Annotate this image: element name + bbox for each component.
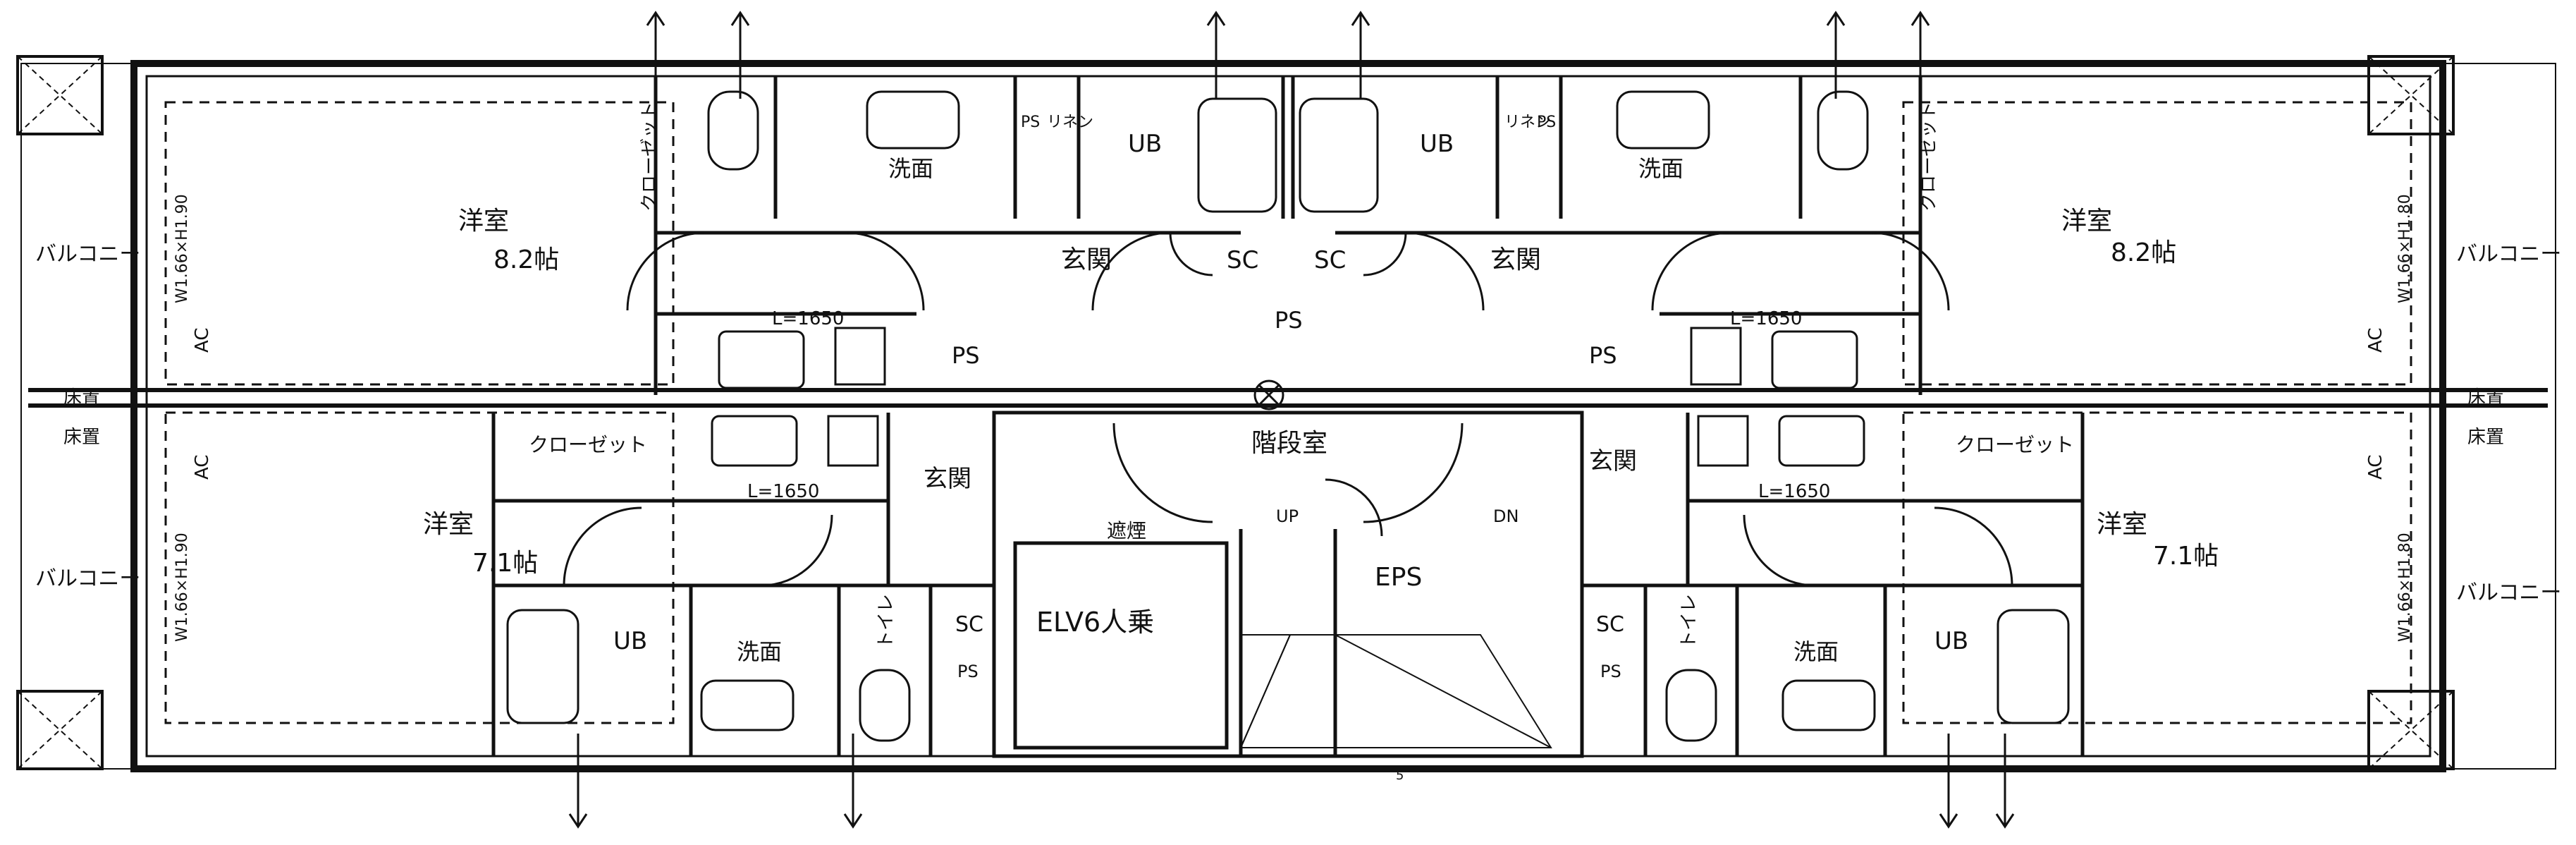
label-toilet-lower-right: トイレ	[1679, 594, 1700, 649]
label-closet-lower-right: クローゼット	[1956, 433, 2074, 456]
bathtub-upper-left	[1197, 97, 1277, 213]
label-floor-upper-right: 床置	[2467, 387, 2504, 408]
stove-upper-left	[834, 327, 886, 386]
label-window-lower-right: W1.66×H1.80	[2396, 533, 2414, 642]
label-floor-lower-right: 床置	[2467, 427, 2504, 448]
label-linen-upper-right: リネン	[1504, 114, 1551, 131]
label-ps-upper-left: PS	[1021, 114, 1040, 131]
vent-arrows	[568, 11, 2015, 829]
bathtub-lower-right	[1997, 609, 2070, 724]
label-ac-lower-left: AC	[192, 455, 213, 480]
kitchen-sink-lower-left	[711, 415, 798, 467]
label-entrance-lower-right: 玄関	[1589, 447, 1637, 475]
kitchen-sink-upper-left	[718, 330, 805, 389]
label-window-upper-left: W1.66×H1.90	[173, 194, 191, 303]
outer-walls	[20, 60, 2556, 772]
room-labels: 洋室 8.2帖 バルコニー W1.66×H1.90 クローゼット 洗面 UB リ…	[35, 102, 2561, 783]
label-closet-upper-right: クローゼット	[1918, 102, 1939, 212]
sink-lower-right	[1781, 679, 1876, 731]
label-balcony-lower-right: バルコニー	[2456, 580, 2561, 605]
bathtub-lower-left	[506, 609, 579, 724]
label-elevator: ELV6人乗	[1036, 607, 1154, 638]
label-floor-lower-left: 床置	[63, 427, 100, 448]
label-up: UP	[1276, 506, 1299, 526]
sink-lower-left	[700, 679, 795, 731]
label-balcony-upper-right: バルコニー	[2456, 242, 2561, 267]
label-western-lower-left: 洋室	[423, 510, 474, 539]
label-size-upper-left: 8.2帖	[493, 245, 559, 274]
toilet-upper-right	[1817, 90, 1869, 171]
label-sc-upper-left: SC	[1227, 246, 1258, 274]
label-dn: DN	[1493, 506, 1519, 526]
label-size-upper-right: 8.2帖	[2111, 238, 2176, 267]
bathtub-upper-right	[1299, 97, 1379, 213]
sink-upper-right	[1616, 90, 1710, 150]
label-shield-wall: 遮煙	[1107, 519, 1146, 542]
label-ac-upper-right: AC	[2365, 328, 2386, 353]
column-bottom-left	[16, 690, 104, 770]
label-l1650-upper-left: L=1650	[772, 308, 844, 329]
label-ub-lower-right: UB	[1934, 627, 1968, 655]
label-l1650-lower-left: L=1650	[747, 481, 819, 502]
label-ub-upper-right: UB	[1420, 130, 1454, 158]
label-floor-upper-left: 床置	[63, 387, 100, 408]
stove-lower-right	[1697, 415, 1749, 467]
label-entrance-upper-right: 玄関	[1490, 245, 1541, 274]
label-ac-lower-right: AC	[2365, 455, 2386, 480]
partition-walls	[491, 76, 2085, 758]
label-ps-lower-right: PS	[1600, 662, 1621, 681]
column-top-right	[2367, 55, 2455, 135]
label-sc-lower-left: SC	[955, 612, 983, 637]
label-closet-upper-left: クローゼット	[639, 102, 661, 212]
label-l1650-upper-right: L=1650	[1730, 308, 1802, 329]
label-wash-upper-right: 洗面	[1638, 155, 1683, 182]
label-window-upper-right: W1.66×H1.80	[2396, 194, 2414, 303]
page-mark: 5	[1396, 768, 1404, 783]
label-ps-upper-right: PS	[1537, 114, 1556, 131]
label-ps-core: PS	[1275, 307, 1303, 334]
label-l1650-lower-right: L=1650	[1758, 481, 1830, 502]
label-wash-upper-left: 洗面	[888, 155, 933, 182]
sink-upper-left	[866, 90, 960, 150]
label-entrance-upper-left: 玄関	[1061, 245, 1112, 274]
kitchen-sink-upper-right	[1771, 330, 1858, 389]
label-western-upper-right: 洋室	[2061, 207, 2112, 236]
corner-columns	[16, 55, 2455, 770]
label-balcony-lower-left: バルコニー	[35, 566, 140, 591]
column-top-left	[16, 55, 104, 135]
label-eps: EPS	[1375, 563, 1422, 592]
label-ps-corridor-upper-left: PS	[952, 342, 980, 369]
label-toilet-lower-left: トイレ	[876, 594, 897, 649]
label-western-lower-right: 洋室	[2097, 510, 2147, 539]
label-entrance-lower-left: 玄関	[924, 465, 971, 493]
western-room-boundaries	[164, 101, 2412, 724]
label-size-lower-left: 7.1帖	[472, 549, 538, 578]
label-ps-lower-left: PS	[957, 662, 979, 681]
label-sc-upper-right: SC	[1314, 246, 1346, 274]
label-ub-upper-left: UB	[1128, 130, 1162, 158]
label-ub-lower-left: UB	[613, 627, 647, 655]
label-western-upper-left: 洋室	[458, 207, 509, 236]
label-closet-lower-left: クローゼット	[529, 433, 647, 456]
fixtures	[506, 90, 2070, 748]
label-sc-lower-right: SC	[1596, 612, 1624, 637]
label-stairwell: 階段室	[1251, 429, 1327, 458]
stove-lower-left	[827, 415, 879, 467]
label-wash-lower-left: 洗面	[737, 638, 782, 665]
door-swings	[563, 231, 2013, 587]
toilet-upper-left	[707, 90, 759, 171]
label-wash-lower-right: 洗面	[1793, 638, 1839, 665]
label-linen-upper-left: リネン	[1047, 114, 1093, 131]
label-window-lower-left: W1.66×H1.90	[173, 533, 191, 642]
label-ps-corridor-upper-right: PS	[1589, 342, 1617, 369]
label-size-lower-right: 7.1帖	[2153, 542, 2219, 571]
label-balcony-upper-left: バルコニー	[35, 242, 140, 267]
toilet-lower-right	[1665, 669, 1717, 742]
label-ac-upper-left: AC	[192, 328, 213, 353]
stove-upper-right	[1690, 327, 1742, 386]
kitchen-sink-lower-right	[1778, 415, 1865, 467]
toilet-lower-left	[859, 669, 911, 742]
ps-crossed-circle-icon	[1253, 379, 1284, 411]
